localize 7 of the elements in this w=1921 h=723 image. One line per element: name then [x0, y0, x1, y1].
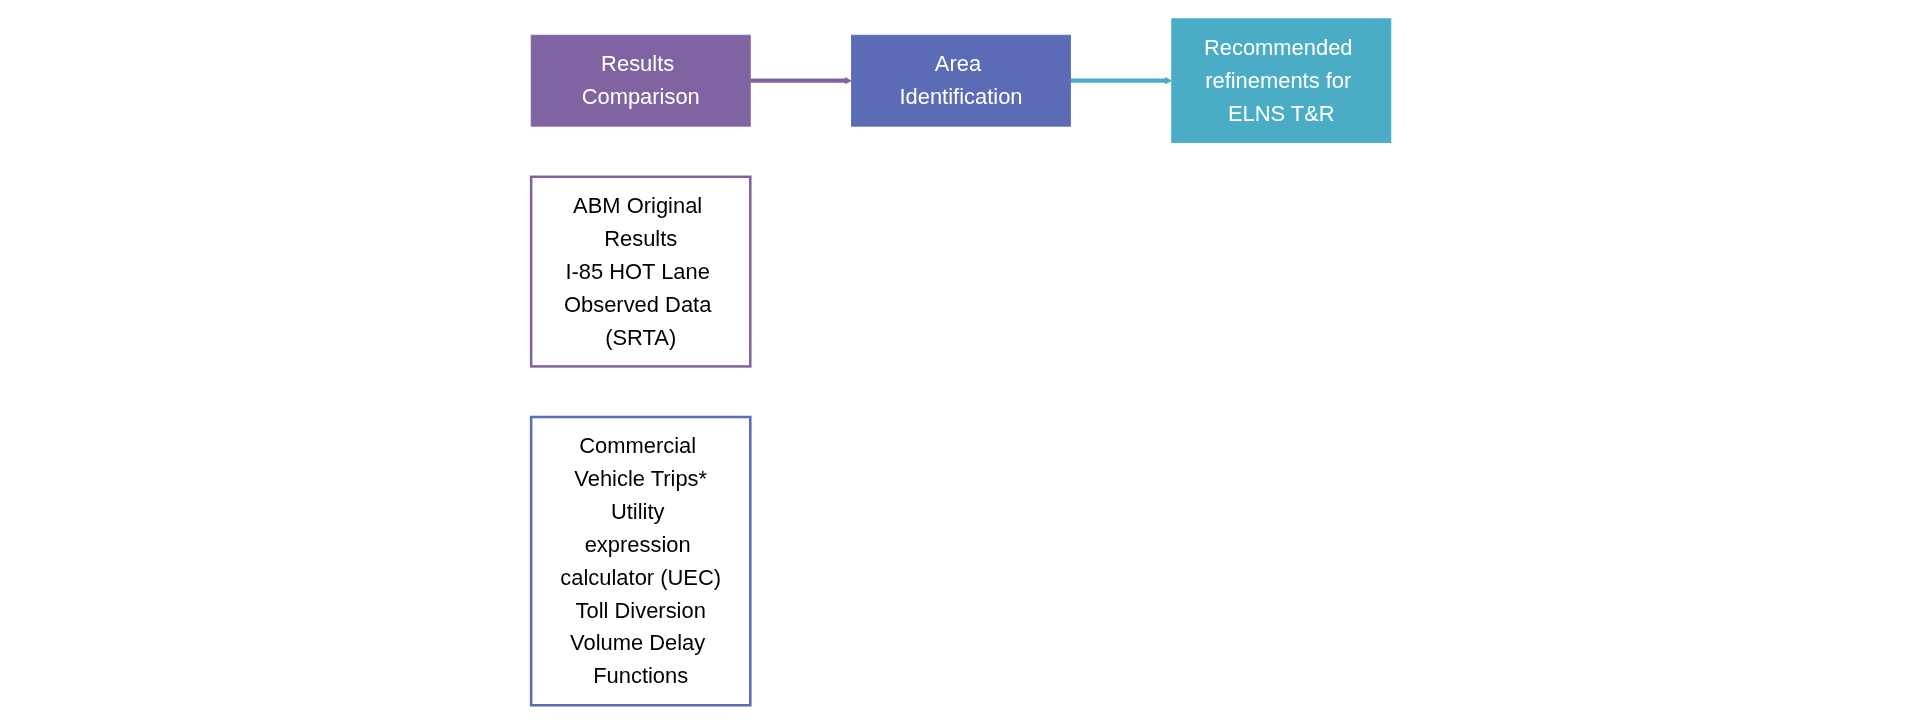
node-box: Commercial Vehicle Trips* Utility expression calculator (UEC) Toll Diversion Volume Delay Functions [529, 415, 752, 707]
node-box: Results Comparison [530, 34, 751, 127]
node-box: Area Identification [850, 34, 1071, 127]
arrow [749, 76, 852, 84]
arrow [1070, 76, 1172, 84]
node-box: Recommended refinements for ELNS T&R [1170, 17, 1391, 143]
node-box: ABM Original Results I-85 HOT Lane Observed Data (SRTA) [529, 175, 752, 368]
